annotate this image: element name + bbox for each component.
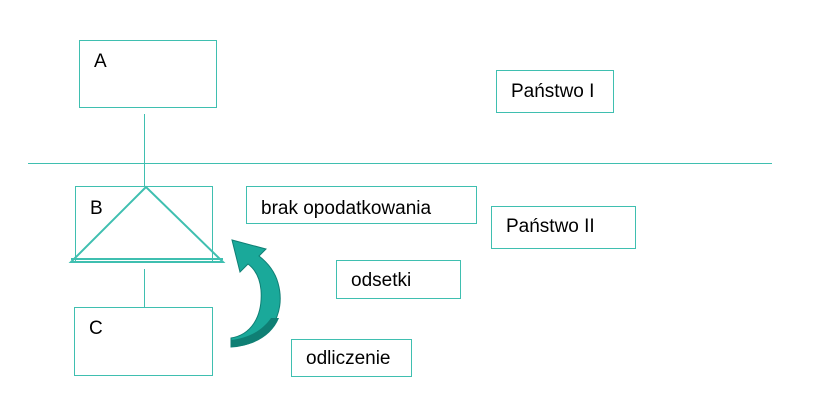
node-a: A bbox=[79, 40, 217, 108]
node-c: C bbox=[74, 307, 213, 376]
country-2-box: Państwo II bbox=[491, 206, 636, 249]
interest-box: odsetki bbox=[336, 260, 461, 299]
country-2-label: Państwo II bbox=[506, 216, 595, 237]
triangle-shape bbox=[68, 185, 226, 263]
country-border-line bbox=[28, 163, 772, 164]
connector-a-b bbox=[144, 114, 145, 188]
no-taxation-label: brak opodatkowania bbox=[261, 198, 432, 219]
no-taxation-box: brak opodatkowania bbox=[246, 186, 477, 224]
interest-label: odsetki bbox=[351, 270, 412, 291]
curved-arrow-shadow bbox=[231, 318, 279, 347]
node-c-label: C bbox=[89, 318, 103, 339]
connector-b-c bbox=[144, 269, 145, 307]
node-a-label: A bbox=[94, 51, 107, 72]
node-b: B bbox=[75, 186, 213, 262]
node-b-label: B bbox=[90, 198, 103, 219]
curved-arrow-icon bbox=[230, 239, 281, 348]
country-1-label: Państwo I bbox=[511, 81, 595, 102]
deduction-box: odliczenie bbox=[291, 339, 412, 377]
country-1-box: Państwo I bbox=[496, 70, 614, 113]
deduction-label: odliczenie bbox=[306, 348, 391, 369]
